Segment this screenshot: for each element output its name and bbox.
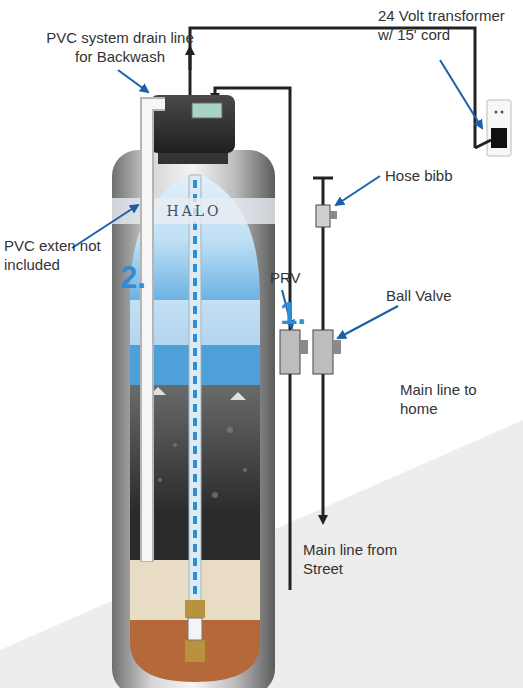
drain-pipe (147, 104, 165, 561)
callout-number: 2. (120, 262, 160, 294)
home-line-label: Main line to home (400, 380, 510, 418)
drain-pipe-outline (147, 104, 165, 562)
head-display (192, 103, 222, 118)
outlet-hole (495, 111, 498, 114)
callout-number: 1. (280, 298, 320, 330)
drain-line-label: PVC system drain line for Backwash (40, 28, 200, 66)
tee-cap (313, 177, 333, 180)
ball-valve-label: Ball Valve (386, 286, 496, 305)
street-line-label: Main line from Street (303, 540, 413, 578)
prv-knob (300, 340, 308, 354)
transformer-cord (475, 140, 491, 148)
pvc-extension-label: PVC exten not included (4, 236, 124, 274)
hose-bibb-spout (330, 211, 337, 219)
hose-bibb (316, 205, 330, 227)
transformer-label: 24 Volt transformer w/ 15' cord (378, 6, 523, 44)
logo-band (112, 198, 275, 224)
hose-bibb-label: Hose bibb (385, 166, 495, 185)
brand-logo: HALO (160, 203, 228, 219)
ball-valve-handle (333, 340, 341, 354)
tank-shell (112, 150, 275, 688)
ball-valve (313, 330, 333, 374)
prv-label: PRV (270, 268, 320, 287)
transformer-block (491, 128, 507, 148)
prv-valve (280, 330, 300, 374)
flow-arrow (189, 50, 192, 70)
outlet-hole (501, 111, 504, 114)
wall-outlet (487, 100, 511, 156)
